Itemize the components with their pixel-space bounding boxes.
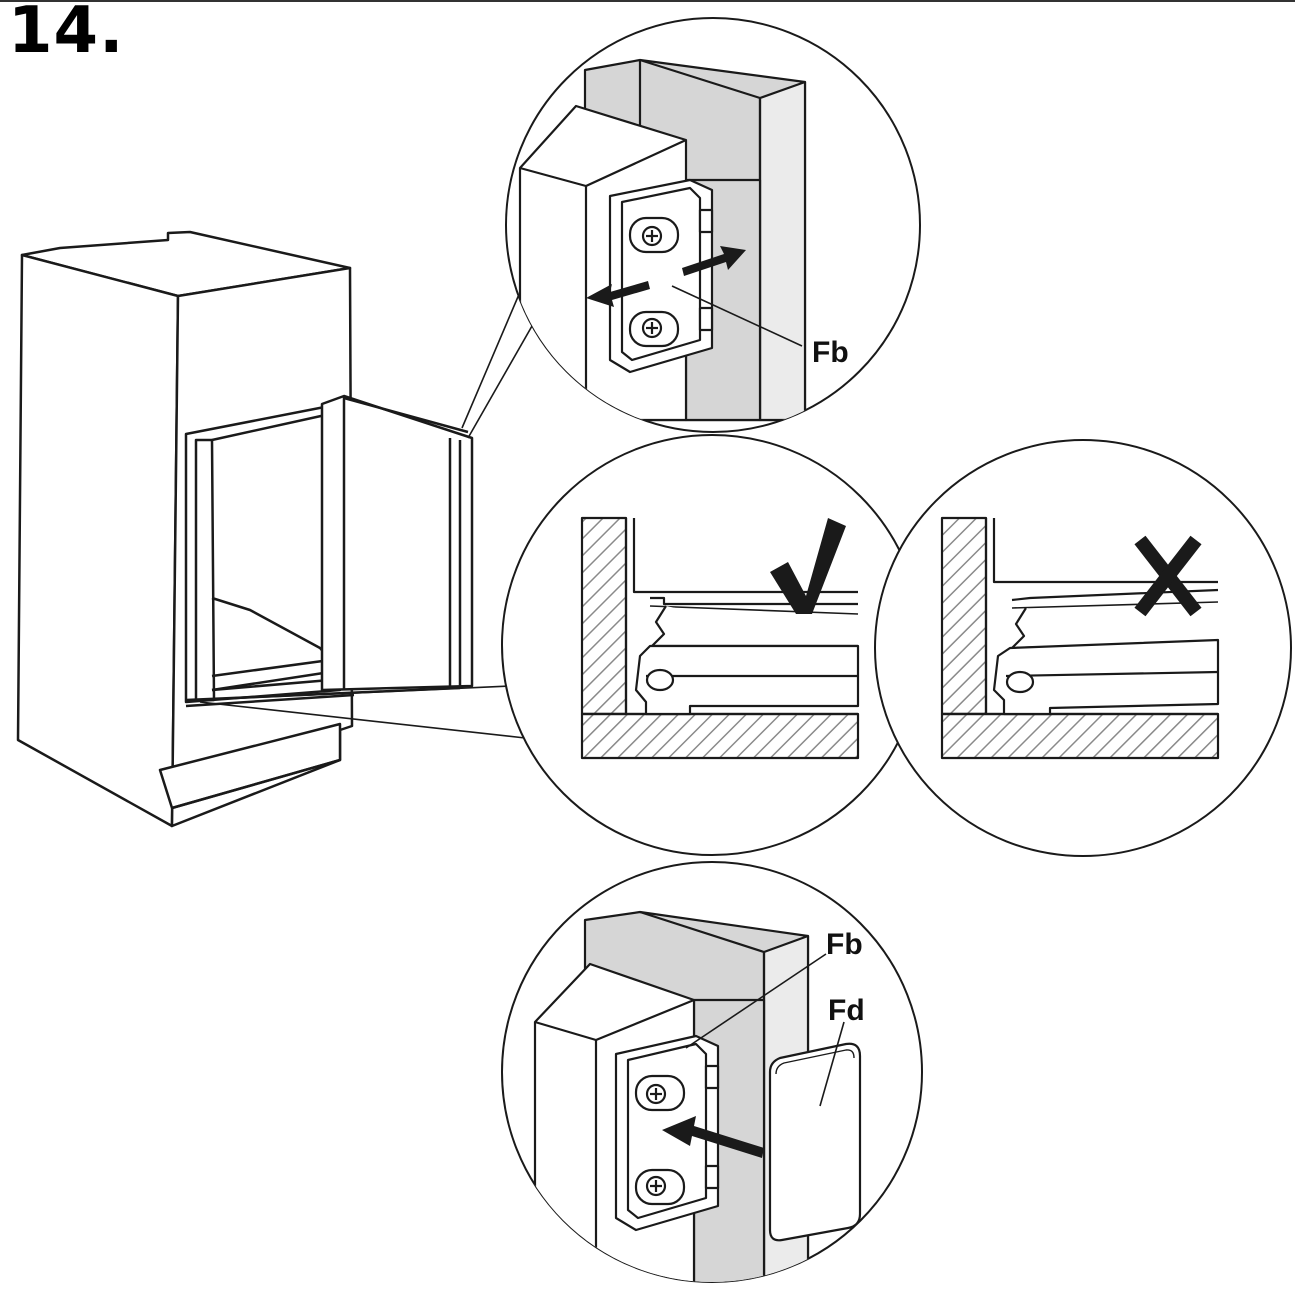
label-fb-top: Fb xyxy=(812,336,849,369)
cabinet xyxy=(16,230,474,828)
top-border xyxy=(0,0,1295,2)
cross-mark-icon xyxy=(1134,535,1202,617)
adjust-arrows-icon xyxy=(586,246,746,307)
zoom-wrong-alignment xyxy=(874,439,1292,857)
check-mark-icon xyxy=(770,518,846,614)
zoom-correct-alignment xyxy=(501,434,923,856)
label-fd-bottom: Fd xyxy=(828,994,865,1027)
zoom-hinge-adjust: Fb xyxy=(505,17,921,433)
insert-arrow-icon xyxy=(662,1116,764,1158)
label-fb-bottom: Fb xyxy=(826,928,863,961)
callout-lines xyxy=(199,291,545,739)
step-number: 14. xyxy=(8,0,125,68)
zoom-cover-fit: Fb Fd xyxy=(501,861,923,1283)
